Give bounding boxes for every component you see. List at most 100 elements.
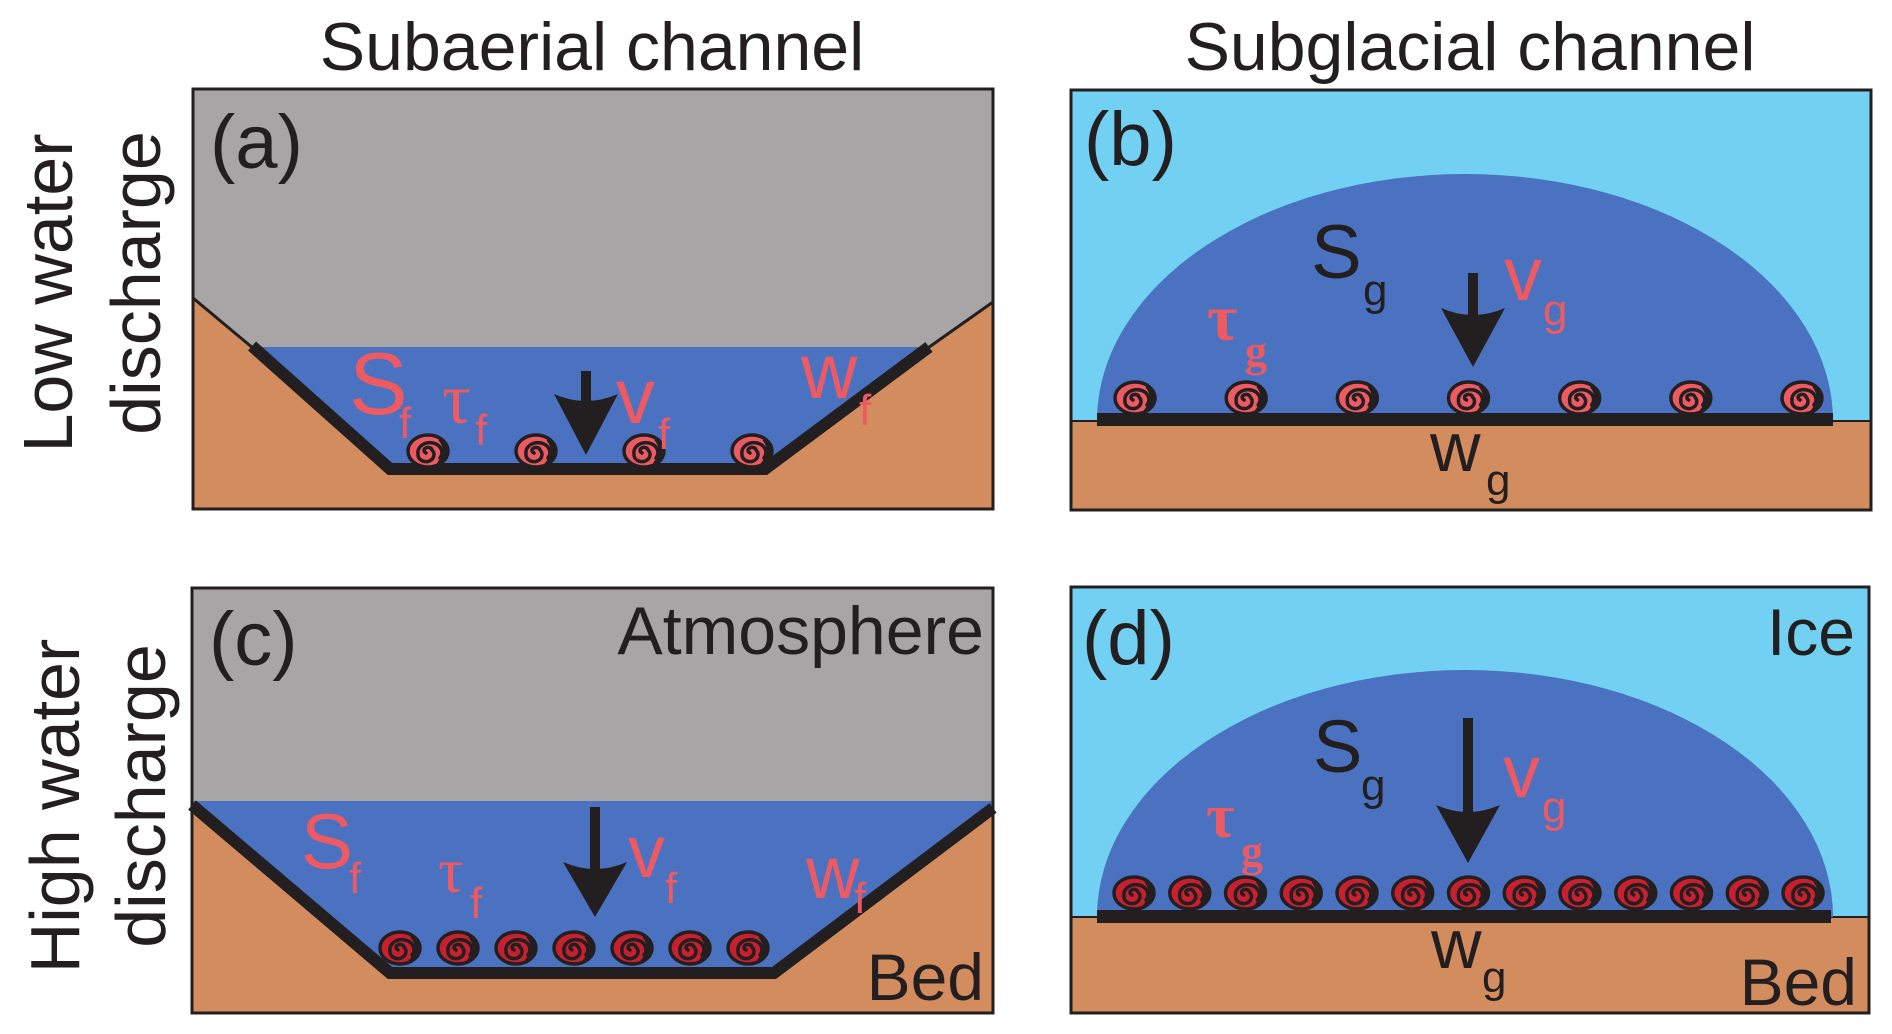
- symbol-tau-main: τ: [1206, 783, 1235, 851]
- row-title-low-line1: Low water: [9, 133, 87, 452]
- symbol-S-main: S: [1313, 705, 1362, 788]
- symbol-w-main: w: [800, 327, 858, 415]
- panel-border: [1069, 88, 1873, 512]
- region-label-ice: Ice: [1767, 595, 1855, 669]
- sediment-grain: [1335, 380, 1380, 416]
- symbol-w: w g: [1430, 905, 1506, 1002]
- sediment-grain: [514, 433, 558, 469]
- panel-border: [190, 586, 995, 1015]
- channel-dome: [1097, 174, 1833, 421]
- bank-thin-line: [192, 296, 255, 351]
- symbol-w-main: w: [1430, 905, 1482, 983]
- column-title-subaerial: Subaerial channel: [320, 9, 864, 85]
- symbol-S-main: S: [301, 797, 353, 885]
- sediment-grain: [1780, 380, 1824, 416]
- sediment-grain: [436, 930, 480, 966]
- panel-label: (c): [209, 597, 298, 682]
- sediment-grain: [1669, 875, 1714, 911]
- symbol-tau: τ f: [442, 359, 488, 455]
- arrow-head: [554, 394, 618, 455]
- sediment-grain: [730, 433, 774, 469]
- sediment-grain: [1558, 875, 1602, 911]
- symbol-S-sub: g: [1363, 266, 1387, 315]
- sediment-grain: [1502, 875, 1546, 911]
- symbol-w-sub: f: [854, 874, 867, 923]
- symbol-w-sub: g: [1482, 953, 1506, 1002]
- symbol-v: v g: [1503, 730, 1566, 832]
- sediment-grain: [494, 930, 538, 966]
- symbol-tau-sub: f: [470, 879, 483, 928]
- panel-label: (d): [1082, 596, 1175, 681]
- sediment-row: [406, 433, 774, 469]
- sediment-grain: [1557, 380, 1602, 416]
- symbol-v-sub: f: [665, 864, 678, 913]
- panel-border: [191, 87, 995, 511]
- region-label-bed: Bed: [867, 940, 984, 1014]
- symbol-v-sub: f: [658, 410, 671, 459]
- row-title-high-discharge: High water discharge: [16, 639, 180, 974]
- symbol-S-sub: f: [399, 399, 412, 448]
- symbol-w-sub: g: [1486, 456, 1510, 505]
- symbol-S: S g: [1311, 210, 1387, 315]
- symbol-v-sub: g: [1543, 286, 1567, 335]
- velocity-arrow: [1441, 273, 1505, 367]
- arrow-head: [563, 862, 627, 917]
- wetted-perimeter: [248, 341, 933, 475]
- bed-region: [1071, 917, 1869, 1013]
- sediment-grain: [1446, 380, 1491, 416]
- sediment-grain: [610, 930, 654, 966]
- symbol-v: v f: [616, 352, 671, 459]
- sediment-grain: [552, 930, 596, 966]
- sediment-grain: [1781, 875, 1825, 911]
- arrow-shaft: [1463, 718, 1473, 815]
- panel-label: (a): [210, 100, 303, 185]
- symbol-tau-main: τ: [438, 835, 464, 906]
- sediment-grain: [1446, 875, 1491, 911]
- sediment-grain: [1391, 875, 1435, 911]
- symbol-w: w g: [1429, 408, 1510, 505]
- panel-label: (b): [1084, 97, 1177, 182]
- column-title-subglacial: Subglacial channel: [1185, 9, 1756, 85]
- sediment-grain: [1335, 875, 1379, 911]
- symbol-w-main: w: [1429, 408, 1481, 486]
- symbol-S: S f: [349, 334, 412, 448]
- symbol-v-main: v: [1504, 232, 1542, 317]
- symbol-w: w f: [805, 831, 867, 923]
- symbol-tau-main: τ: [1207, 282, 1237, 355]
- panel-a-subaerial-low: (a) S f τ f v f w f: [191, 87, 995, 511]
- region-label-bed: Bed: [1740, 945, 1857, 1019]
- velocity-arrow: [563, 807, 627, 917]
- symbol-S-main: S: [349, 334, 408, 433]
- panel-c-subaerial-high: (c) Atmosphere Bed S f τ f v f w f: [188, 586, 997, 1015]
- symbol-v-sub: g: [1542, 783, 1566, 832]
- symbol-S: S g: [1313, 705, 1385, 810]
- sediment-grain: [1669, 380, 1713, 416]
- symbol-v: v g: [1504, 232, 1567, 335]
- arrow-shaft: [1468, 273, 1478, 318]
- sediment-grain: [378, 930, 422, 966]
- panel-border: [1069, 585, 1871, 1015]
- panel-b-subglacial-low: (b) S g τ g v g w g: [1069, 88, 1873, 512]
- symbol-v: v f: [628, 810, 678, 913]
- sediment-row: [378, 930, 770, 966]
- velocity-arrow: [1436, 718, 1500, 863]
- symbol-tau-main: τ: [442, 359, 471, 439]
- sediment-grain: [1112, 875, 1156, 911]
- symbol-S-sub: g: [1361, 761, 1385, 810]
- sediment-grain: [1224, 380, 1268, 416]
- velocity-arrow: [554, 371, 618, 455]
- symbol-S-sub: f: [349, 854, 362, 903]
- symbol-tau-sub: g: [1245, 327, 1267, 376]
- row-title-low-discharge: Low water discharge: [9, 131, 175, 452]
- symbol-v-main: v: [1503, 730, 1540, 813]
- sediment-grain: [668, 930, 712, 966]
- symbol-tau-sub: g: [1241, 827, 1263, 876]
- sediment-grain: [1113, 380, 1157, 416]
- sediment-grain: [1614, 875, 1658, 911]
- bed-region: [1071, 421, 1871, 510]
- arrow-shaft: [581, 371, 591, 404]
- sediment-grain: [406, 433, 450, 469]
- symbol-S-main: S: [1311, 210, 1362, 295]
- sediment-row: [1113, 380, 1824, 416]
